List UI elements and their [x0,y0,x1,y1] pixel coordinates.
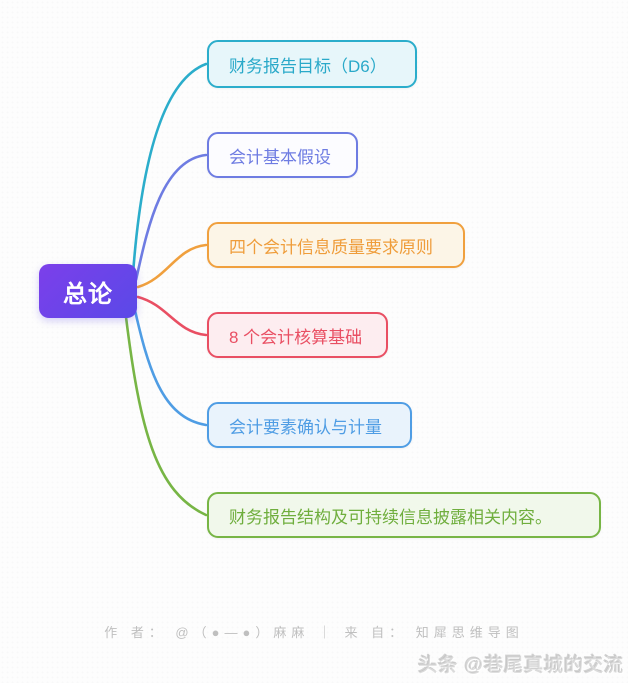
branch-label: 8 个会计核算基础 [229,327,363,347]
branch-label: 财务报告目标（D6） [229,56,387,76]
connector-branch-4 [136,295,208,337]
branch-node-information-quality-principles[interactable]: 四个会计信息质量要求原则 [207,222,465,268]
branch-node-accounting-assumptions[interactable]: 会计基本假设 [207,132,358,178]
root-node[interactable]: 总论 [39,264,137,318]
connector-branch-3 [136,243,208,289]
toutiao-watermark: 头条 @巷尾真城的交流 [418,655,624,676]
connector-branch-1 [131,62,208,276]
connector-branch-5 [132,304,208,427]
connector-branch-6 [124,315,208,517]
branch-node-financial-report-goal[interactable]: 财务报告目标（D6） [207,40,417,88]
branch-node-accounting-bases[interactable]: 8 个会计核算基础 [207,312,388,358]
branch-label: 会计基本假设 [229,147,331,167]
branch-label: 四个会计信息质量要求原则 [229,237,433,257]
branch-label: 会计要素确认与计量 [229,417,382,437]
branch-node-report-structure-sustainability[interactable]: 财务报告结构及可持续信息披露相关内容。 [207,492,601,538]
connector-branch-2 [134,153,208,282]
root-node-label: 总论 [63,280,113,308]
author-credit: 作 者： @（●—●）麻麻 ｜ 来 自： 知犀思维导图 [104,625,524,640]
branch-node-elements-recognition-measurement[interactable]: 会计要素确认与计量 [207,402,412,448]
branch-label: 财务报告结构及可持续信息披露相关内容。 [229,507,552,527]
